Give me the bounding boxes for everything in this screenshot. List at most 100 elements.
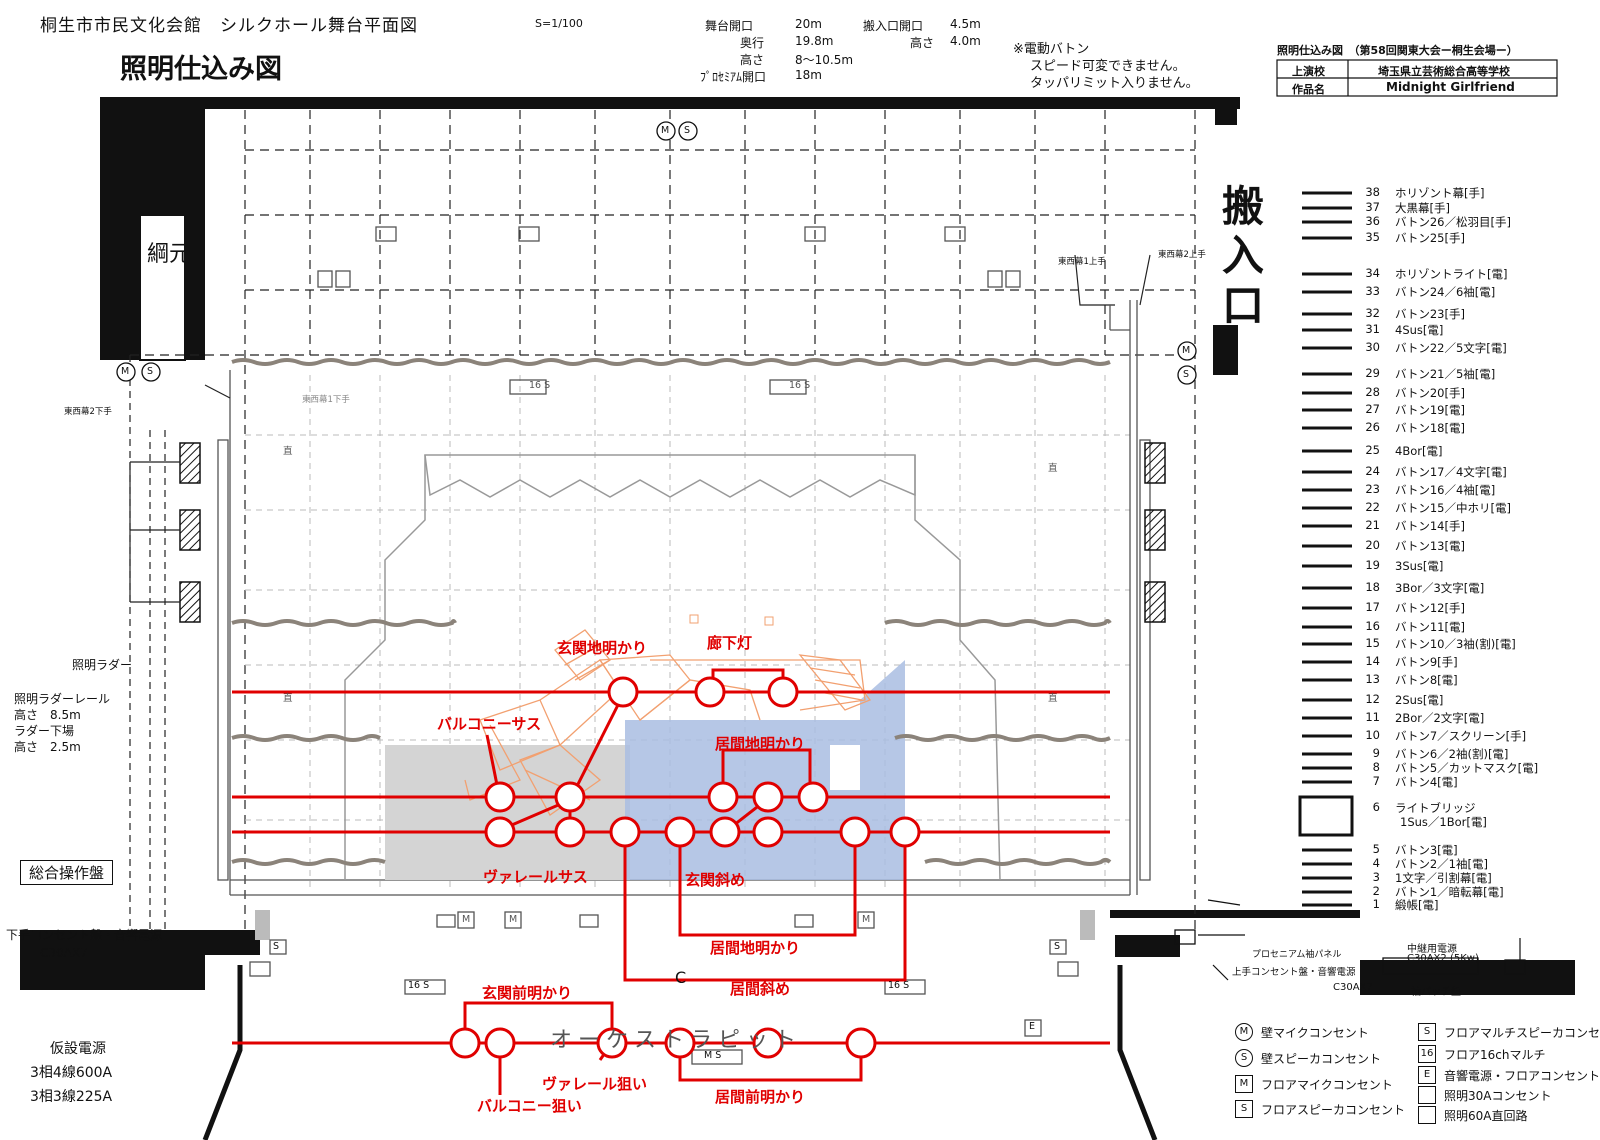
stage-grid xyxy=(130,110,1196,930)
temp-power-spec1: 3相4線600A xyxy=(30,1065,113,1081)
batten-name: 1文字／引割幕[電] xyxy=(1395,871,1492,885)
spec-opening-value: 20m xyxy=(795,17,822,31)
gray-set-area xyxy=(385,745,630,880)
batten-name: バトン17／4文字[電] xyxy=(1395,465,1507,479)
ladder-leaders xyxy=(129,254,1151,603)
batten-number: 8 xyxy=(1372,760,1380,774)
batten-number: 29 xyxy=(1365,366,1380,380)
ladder-floor-label: ラダー下場 xyxy=(14,724,75,738)
batten-number: 17 xyxy=(1365,600,1380,614)
legend-symbol: M xyxy=(1235,1075,1253,1093)
label-ima-naname: 居間斜め xyxy=(730,980,791,998)
batten-number: 3 xyxy=(1372,870,1380,884)
label-ima-ji: 居間地明かり xyxy=(715,735,806,753)
batten-number: 34 xyxy=(1365,266,1380,280)
plan-title: 桐生市市民文化会館 シルクホール舞台平面図 xyxy=(40,16,418,36)
label-ima-mae: 居間前明かり xyxy=(715,1088,806,1106)
batten-number: 21 xyxy=(1365,518,1380,532)
ladder-floor-height: 高さ 2.5m xyxy=(14,740,81,754)
outlet-m-c: M xyxy=(862,914,871,925)
batten-name: ライトブリッジ xyxy=(1395,801,1476,815)
legend-label: フロアスピーカコンセント xyxy=(1261,1103,1406,1117)
wall-s-left: S xyxy=(147,366,154,377)
batten-name: バトン6／2袖(割)[電] xyxy=(1395,747,1509,761)
legend-label: 照明30Aコンセント xyxy=(1444,1089,1552,1103)
batten-number: 10 xyxy=(1365,728,1380,742)
batten-number: 30 xyxy=(1365,340,1380,354)
batten-number: 24 xyxy=(1365,464,1380,478)
choku-a: 直 xyxy=(283,446,293,457)
legend-symbol xyxy=(1418,1086,1436,1104)
info-box xyxy=(1276,59,1558,97)
batten-name: バトン14[手] xyxy=(1395,519,1465,533)
batten-number: 38 xyxy=(1365,185,1380,199)
light-bridge-box xyxy=(1298,795,1354,837)
outlet-16s-a: 16 S xyxy=(529,380,551,391)
batten-number: 16 xyxy=(1365,619,1380,633)
batten-number: 23 xyxy=(1365,482,1380,496)
legend-label: フロアマルチスピーカコンセント xyxy=(1444,1026,1600,1040)
outlet-symbols xyxy=(249,226,1526,1065)
batten-name: ホリゾントライト[電] xyxy=(1395,267,1508,281)
choku-b: 直 xyxy=(1048,463,1058,474)
curtain-tozai1-lower: 東西幕1下手 xyxy=(302,395,350,405)
work-name: Midnight Girlfriend xyxy=(1386,80,1515,94)
work-label: 作品名 xyxy=(1292,83,1325,96)
batten-number: 35 xyxy=(1365,230,1380,244)
spec-load-h-label: 高さ xyxy=(910,36,935,50)
spec-pros-value: 18m xyxy=(795,68,822,82)
choku-d: 直 xyxy=(1048,693,1058,704)
batten-name: 緞帳[電] xyxy=(1395,898,1439,912)
batten-number: 13 xyxy=(1365,672,1380,686)
spec-height-value: 8〜10.5m xyxy=(795,53,854,67)
batten-number: 26 xyxy=(1365,420,1380,434)
batten-number: 14 xyxy=(1365,654,1380,668)
outlet-16s-c: 16 S xyxy=(408,980,430,991)
batten-name: バトン13[電] xyxy=(1395,539,1465,553)
outlet-e: E xyxy=(1029,1021,1036,1032)
legend-label: フロア16chマルチ xyxy=(1444,1048,1546,1062)
batten-name: バトン19[電] xyxy=(1395,403,1465,417)
spec-depth-label: 奥行 xyxy=(740,36,765,50)
batten-number: 1 xyxy=(1372,897,1380,911)
lower-panel-spec: C30AX7 xyxy=(40,946,88,960)
batten-number: 12 xyxy=(1365,692,1380,706)
batten-name: 3Bor／3文字[電] xyxy=(1395,581,1485,595)
upper-panel-label: 上手コンセント盤・音響電源 xyxy=(1232,967,1356,978)
spec-depth-value: 19.8m xyxy=(795,34,834,48)
label-ima-ji-2: 居間地明かり xyxy=(710,939,801,957)
batten-number: 36 xyxy=(1365,214,1380,228)
batten-number: 28 xyxy=(1365,385,1380,399)
stage-wall-structure xyxy=(20,97,1575,1140)
spec-load-value: 4.5m xyxy=(950,17,981,31)
batten-number: 7 xyxy=(1372,774,1380,788)
label-rouka: 廊下灯 xyxy=(707,634,753,652)
ladder-rail-height: 高さ 8.5m xyxy=(14,708,81,722)
batten-number: 20 xyxy=(1365,538,1380,552)
outlet-m-b: M xyxy=(509,914,518,925)
batten-number: 22 xyxy=(1365,500,1380,514)
lower-panel-label: 下手コンセント盤・音響電源 xyxy=(6,928,163,942)
temp-power-spec2: 3相3線225A xyxy=(30,1089,113,1105)
batten-number: 9 xyxy=(1372,746,1380,760)
label-varail-sus: ヴァレールサス xyxy=(483,868,588,886)
batten-number: 6 xyxy=(1372,800,1380,814)
batten-number: 37 xyxy=(1365,200,1380,214)
wall-outlet-circles xyxy=(116,121,1197,385)
batten-number: 27 xyxy=(1365,402,1380,416)
batten-name: バトン10／3袖(割)[電] xyxy=(1395,637,1516,651)
ladder-connectors xyxy=(129,355,166,930)
batten-number: 4 xyxy=(1372,856,1380,870)
pros-panel-label: プロセニアム袖パネル xyxy=(1252,950,1342,960)
load-door-label-1: 搬 xyxy=(1222,182,1265,231)
label-genkan-naname: 玄関斜め xyxy=(685,871,746,889)
back-wall xyxy=(100,97,1240,109)
batten-name: バトン11[電] xyxy=(1395,620,1465,634)
legend-label: 照明60A直回路 xyxy=(1444,1109,1528,1123)
label-balcony-nerai: バルコニー狙い xyxy=(477,1097,582,1115)
batten-name: 3Sus[電] xyxy=(1395,559,1444,573)
batten-name: 2Sus[電] xyxy=(1395,693,1444,707)
label-balcony-sus: バルコニーサス xyxy=(437,715,542,733)
outlet-s-b: S xyxy=(1054,941,1061,952)
